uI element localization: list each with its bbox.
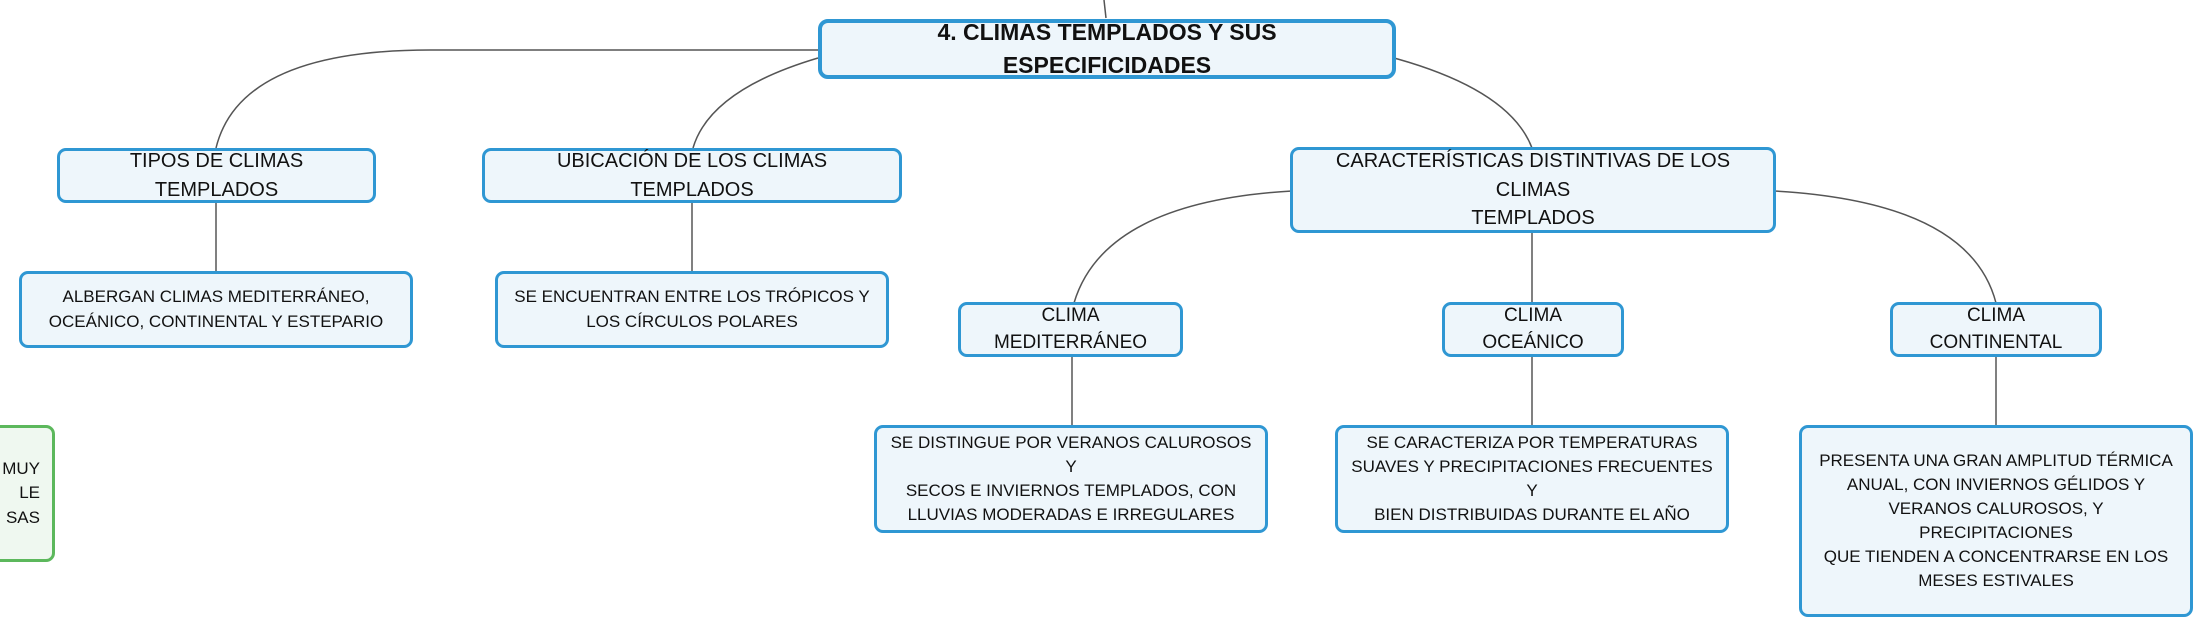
detail-mediterraneo-line-2: SECOS E INVIERNOS TEMPLADOS, CON: [905, 481, 1237, 500]
connector-central-ubicacion: [692, 57, 819, 149]
connector-parent: [1103, 0, 1107, 19]
central-topic[interactable]: 4. CLIMAS TEMPLADOS Y SUS ESPECIFICIDADE…: [818, 19, 1396, 79]
detail-mediterraneo-line-1: SE DISTINGUE POR VERANOS CALUROSOS Y: [890, 432, 1252, 476]
subtopic-clima-oceanico[interactable]: CLIMA OCEÁNICO: [1442, 302, 1624, 357]
branch-ubicacion-label: UBICACIÓN DE LOS CLIMAS TEMPLADOS: [556, 150, 828, 201]
detail-oceanico[interactable]: SE CARACTERIZA POR TEMPERATURAS SUAVES Y…: [1335, 425, 1729, 533]
detail-continental-line-2: ANUAL, CON INVIERNOS GÉLIDOS Y: [1846, 474, 2146, 494]
subtopic-oceanico-label: CLIMA OCEÁNICO: [1482, 304, 1584, 353]
detail-ubicacion[interactable]: SE ENCUENTRAN ENTRE LOS TRÓPICOS Y LOS C…: [495, 271, 889, 348]
detail-continental-line-3: VERANOS CALUROSOS, Y PRECIPITACIONES: [1888, 498, 2104, 542]
side-node-partial[interactable]: MUY LE SAS: [0, 425, 55, 562]
branch-caracteristicas[interactable]: CARACTERÍSTICAS DISTINTIVAS DE LOS CLIMA…: [1290, 147, 1776, 233]
connector-car-mediterraneo: [1073, 190, 1293, 304]
detail-ubicacion-line-2: LOS CÍRCULOS POLARES: [586, 311, 798, 331]
detail-continental[interactable]: PRESENTA UNA GRAN AMPLITUD TÉRMICA ANUAL…: [1799, 425, 2193, 617]
detail-mediterraneo-line-3: LLUVIAS MODERADAS E IRREGULARES: [907, 505, 1235, 525]
detail-mediterraneo[interactable]: SE DISTINGUE POR VERANOS CALUROSOS Y SEC…: [874, 425, 1268, 533]
side-node-line-3: SAS: [5, 507, 40, 527]
branch-caracteristicas-line-1: CARACTERÍSTICAS DISTINTIVAS DE LOS CLIMA…: [1335, 150, 1731, 201]
branch-ubicacion[interactable]: UBICACIÓN DE LOS CLIMAS TEMPLADOS: [482, 148, 902, 203]
detail-oceanico-line-2: SUAVES Y PRECIPITACIONES FRECUENTES Y: [1351, 456, 1713, 500]
side-node-line-1: MUY: [2, 459, 40, 479]
detail-tipos-line-2: OCEÁNICO, CONTINENTAL Y ESTEPARIO: [48, 311, 384, 331]
detail-continental-line-5: MESES ESTIVALES: [1918, 571, 2074, 591]
connector-central-caracteristicas: [1393, 57, 1533, 149]
detail-tipos[interactable]: ALBERGAN CLIMAS MEDITERRÁNEO, OCEÁNICO, …: [19, 271, 413, 348]
subtopic-mediterraneo-label: CLIMA MEDITERRÁNEO: [993, 304, 1148, 353]
branch-tipos-de-climas[interactable]: TIPOS DE CLIMAS TEMPLADOS: [57, 148, 376, 203]
subtopic-continental-label: CLIMA CONTINENTAL: [1929, 304, 2063, 353]
central-topic-title: 4. CLIMAS TEMPLADOS Y SUS ESPECIFICIDADE…: [937, 19, 1277, 78]
subtopic-clima-mediterraneo[interactable]: CLIMA MEDITERRÁNEO: [958, 302, 1183, 357]
detail-oceanico-line-3: BIEN DISTRIBUIDAS DURANTE EL AÑO: [1374, 505, 1690, 525]
detail-continental-line-1: PRESENTA UNA GRAN AMPLITUD TÉRMICA: [1819, 450, 2173, 470]
detail-ubicacion-line-1: SE ENCUENTRAN ENTRE LOS TRÓPICOS Y: [514, 287, 870, 307]
branch-tipos-label: TIPOS DE CLIMAS TEMPLADOS: [129, 150, 304, 201]
side-node-line-2: LE: [19, 483, 40, 503]
detail-continental-line-4: QUE TIENDEN A CONCENTRARSE EN LOS: [1823, 547, 2169, 567]
branch-caracteristicas-line-2: TEMPLADOS: [1471, 207, 1595, 230]
connector-car-continental: [1773, 190, 1997, 304]
subtopic-clima-continental[interactable]: CLIMA CONTINENTAL: [1890, 302, 2102, 357]
detail-tipos-line-1: ALBERGAN CLIMAS MEDITERRÁNEO,: [62, 287, 370, 307]
connector-central-tipos: [215, 49, 818, 149]
detail-oceanico-line-1: SE CARACTERIZA POR TEMPERATURAS: [1366, 432, 1698, 452]
